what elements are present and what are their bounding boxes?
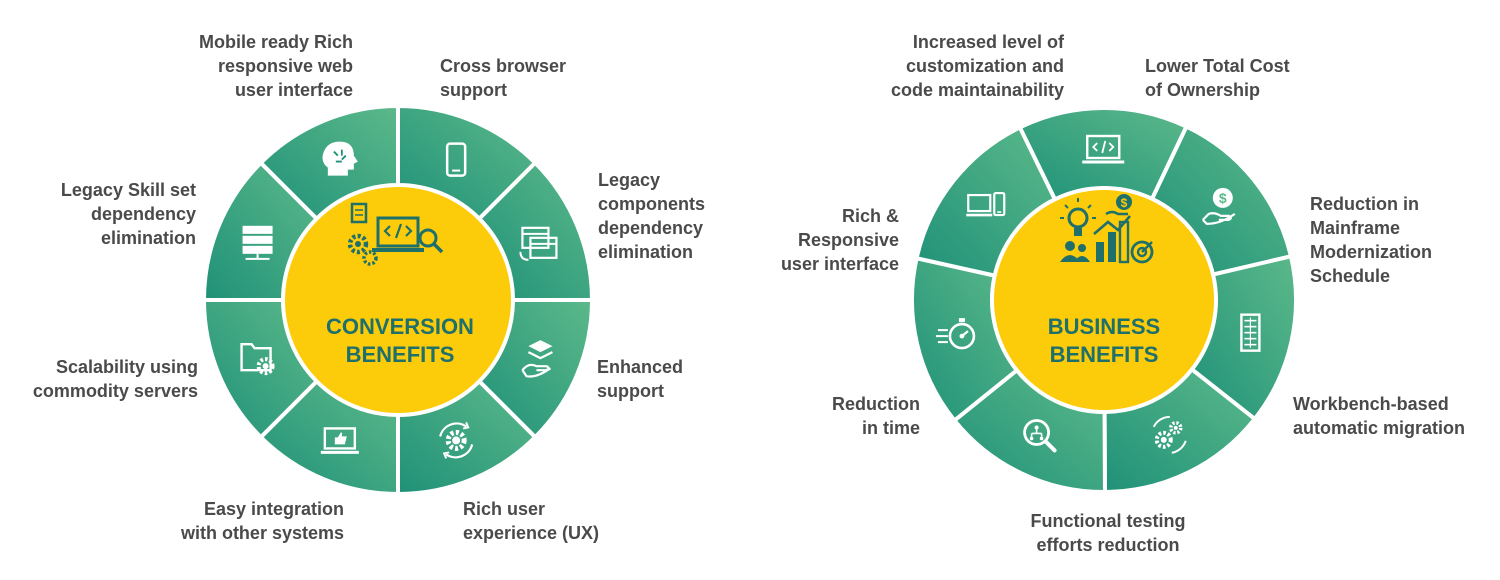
conversion-label-legacy-components: Legacy components dependency elimination [598,170,706,262]
business-benefits-title: BUSINESS BENEFITS [1004,313,1204,369]
mainframe-icon [1240,313,1261,352]
conversion-label-enhanced-support: Enhanced support [597,357,684,401]
business-wheel: $$ [910,106,1298,495]
server-stack-icon [242,225,273,260]
magnifier-network-icon [1023,419,1057,453]
gears-refresh-icon [1152,415,1187,454]
laptop-code-icon [1082,134,1125,164]
business-label-testing: Functional testing efforts reduction [1030,511,1186,555]
conversion-label-rich-ux: Rich user experience (UX) [463,499,600,543]
folder-gear-icon [240,342,275,376]
svg-text:$: $ [1121,196,1128,210]
laptop-thumbs-up-icon [320,427,359,454]
conversion-label-cross-browser: Cross browser support [440,56,567,100]
conversion-wheel [201,103,595,497]
conversion-benefits-title: CONVERSION BENEFITS [300,313,500,369]
conversion-label-scalability: Scalability using commodity servers [32,357,198,401]
business-label-mainframe: Reduction in Mainframe Modernization Sch… [1310,194,1432,286]
growth-idea-icon: $ [1060,194,1154,264]
brain-circuit-icon [322,141,358,176]
business-label-time: Reduction in time [832,394,920,438]
browser-windows-icon [519,226,558,261]
business-label-workbench: Workbench-based automatic migration [1293,394,1466,438]
conversion-label-mobile: Mobile ready Rich responsive web user in… [198,32,353,100]
conversion-label-legacy-skill: Legacy Skill set dependency elimination [60,180,196,248]
mobile-phone-icon [445,142,467,177]
business-label-responsive-ui: Rich & Responsive user interface [780,206,899,274]
business-label-customization: Increased level of customization and cod… [890,32,1064,100]
business-label-tco: Lower Total Cost of Ownership [1145,56,1290,100]
business-center-circle [994,190,1214,410]
layers-hand-icon [521,340,553,378]
business-segment-6 [914,124,1058,279]
business-title-line1: BUSINESS [1047,314,1161,339]
multi-device-icon [966,191,1006,217]
business-title-line2: BENEFITS [1049,342,1159,367]
hand-dollar-icon: $ [1202,187,1236,225]
conversion-title-line1: CONVERSION [326,314,474,339]
laptop-code-gears-icon [347,202,444,266]
gear-refresh-icon [439,422,474,459]
conversion-label-easy-integration: Easy integration with other systems [180,499,344,543]
stopwatch-icon [935,318,976,350]
conversion-center-circle [285,187,511,413]
conversion-title-line2: BENEFITS [345,342,455,367]
svg-text:$: $ [1219,190,1227,206]
